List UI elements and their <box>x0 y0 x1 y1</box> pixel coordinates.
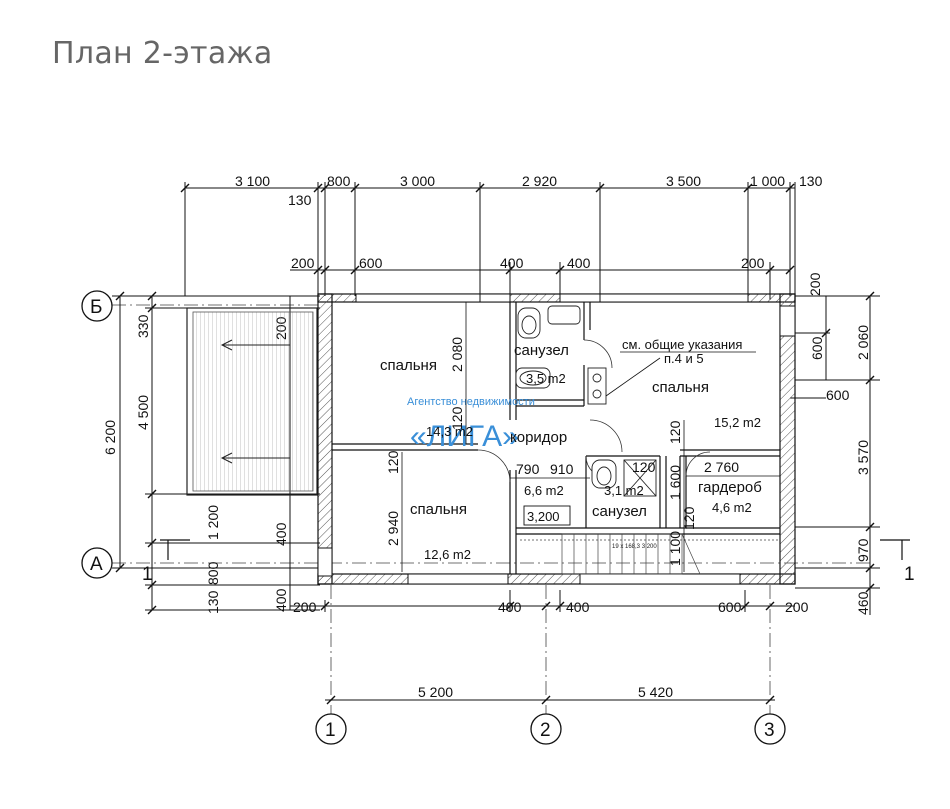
top-dimension-chain <box>184 182 796 300</box>
watermark-agency: Агентство недвижимости <box>407 396 535 408</box>
dim-bottom-5: 200 <box>785 599 809 615</box>
dim-top2-3: 400 <box>500 255 524 271</box>
dim-left-400a: 400 <box>273 522 289 546</box>
watermark-logo: «ЛИГА» <box>410 420 519 453</box>
bottom-dimension-chain <box>290 590 795 701</box>
dim-inner-2080: 2 080 <box>449 337 465 372</box>
dim-top2-2: 600 <box>359 255 383 271</box>
room-bathroom2-label: санузел <box>592 503 647 520</box>
dim-bottom-1: 200 <box>293 599 317 615</box>
axis-bubble-a: А <box>81 547 113 579</box>
dim-inner-1600: 1 600 <box>667 465 683 500</box>
dim-top2-right: 200 <box>807 272 823 296</box>
room-bedroom1-area: 14,3 m2 <box>426 424 473 439</box>
right-dimension-ticks <box>821 291 875 593</box>
room-bathroom1-area: 3,5 m2 <box>526 371 566 386</box>
room-bedroom3-area: 12,6 m2 <box>424 547 471 562</box>
dim-top-130: 130 <box>288 192 312 208</box>
plumbing-fixtures <box>515 305 657 497</box>
room-wardrobe-label: гардероб <box>698 479 762 496</box>
note-line1: см. общие указания <box>622 337 742 352</box>
dim-bottom-4: 600 <box>718 599 742 615</box>
svg-text:1: 1 <box>325 720 336 741</box>
room-corridor-area: 6,6 m2 <box>524 483 564 498</box>
room-bedroom3-label: спальня <box>410 501 467 518</box>
dim-bottom-3: 400 <box>566 599 590 615</box>
dim-inner-2940: 2 940 <box>385 511 401 546</box>
note-line2: п.4 и 5 <box>664 351 704 366</box>
stairs <box>520 533 780 575</box>
dim-top-7: 130 <box>799 173 823 189</box>
dim-inner-2760: 2 760 <box>704 459 739 475</box>
dim-left-1200: 1 200 <box>205 505 221 540</box>
dim-right-3570: 3 570 <box>855 440 871 475</box>
dim-inner-120e: 120 <box>681 506 697 530</box>
dim-inner-910: 910 <box>550 461 574 477</box>
dim-inner-120c: 120 <box>632 459 656 475</box>
balcony <box>186 307 318 496</box>
dim-inner-120a: 120 <box>449 406 465 430</box>
dim-left-330: 330 <box>135 314 151 338</box>
section-mark-right: 1 <box>904 564 915 585</box>
section-markers <box>160 539 910 560</box>
dim-left-total: 6 200 <box>102 420 118 455</box>
dim-top-1: 3 100 <box>235 173 270 189</box>
dim-right-600a: 600 <box>809 336 825 360</box>
room-bedroom1-label: спальня <box>380 357 437 374</box>
svg-text:3: 3 <box>764 720 775 741</box>
svg-text:Б: Б <box>90 297 102 318</box>
section-mark-left: 1 <box>142 564 153 585</box>
axis-bubble-2: 2 <box>530 713 562 745</box>
dim-left-800: 800 <box>205 561 221 585</box>
axis-bubble-3: 3 <box>754 713 786 745</box>
dim-bottom-2: 400 <box>498 599 522 615</box>
dim-top-3: 3 000 <box>400 173 435 189</box>
room-bedroom2-area: 15,2 m2 <box>714 415 761 430</box>
dim-left-130: 130 <box>205 590 221 614</box>
dim-left-4500: 4 500 <box>135 395 151 430</box>
room-corridor-label: коридор <box>510 429 567 446</box>
dim-top2-1: 200 <box>291 255 315 271</box>
dim-top2-4: 400 <box>567 255 591 271</box>
dim-inner-120b: 120 <box>385 450 401 474</box>
svg-text:2: 2 <box>540 720 551 741</box>
dim-bottom-total-1: 5 200 <box>418 684 453 700</box>
dim-right-600b: 600 <box>826 387 850 403</box>
dim-top2-5: 200 <box>741 255 765 271</box>
right-dimension-chain <box>790 295 880 615</box>
level-mark: 3,200 <box>527 509 560 524</box>
exterior-walls <box>317 293 796 585</box>
axis-bubble-b: Б <box>81 290 113 322</box>
dim-top-2: 800 <box>327 173 351 189</box>
dim-top-6: 1 000 <box>750 173 785 189</box>
dim-inner-120d: 120 <box>667 420 683 444</box>
svg-text:А: А <box>90 554 103 575</box>
axis-bubble-1: 1 <box>315 713 347 745</box>
left-dimension-ticks <box>115 291 157 615</box>
dim-right-970: 970 <box>855 538 871 562</box>
room-bathroom1-label: санузел <box>514 342 569 359</box>
axis-lines <box>112 304 870 715</box>
room-bathroom2-area: 3,1 m2 <box>604 483 644 498</box>
dim-top-4: 2 920 <box>522 173 557 189</box>
room-bedroom2-label: спальня <box>652 379 709 396</box>
bottom-dimension-ticks <box>320 601 775 705</box>
dim-left-400b: 400 <box>273 588 289 612</box>
dim-inner-1100: 1 100 <box>667 531 683 566</box>
dim-right-460: 460 <box>855 591 871 615</box>
top-dimension-ticks <box>180 183 795 275</box>
stair-label: 19 x 168,3 3 200 <box>612 544 657 550</box>
dim-inner-790: 790 <box>516 461 540 477</box>
room-wardrobe-area: 4,6 m2 <box>712 500 752 515</box>
dim-bottom-total-2: 5 420 <box>638 684 673 700</box>
dim-right-2060: 2 060 <box>855 325 871 360</box>
page-title: План 2-этажа <box>52 36 273 71</box>
dim-top-5: 3 500 <box>666 173 701 189</box>
